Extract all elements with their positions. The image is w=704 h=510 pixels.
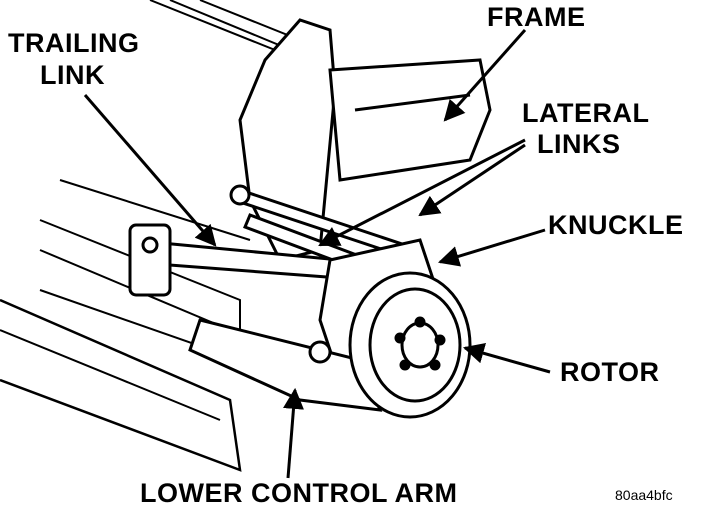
label-trailing-link-line2: LINK — [40, 60, 105, 90]
rotor-part — [348, 271, 472, 419]
label-lateral-links-line1: LATERAL — [522, 98, 650, 128]
callout-arrows — [83, 29, 551, 479]
arrow-lower-control-arm — [283, 387, 304, 479]
arrow-rotor — [462, 343, 551, 374]
arrow-lateral-link-2 — [418, 143, 526, 217]
arrow-knuckle — [437, 228, 546, 267]
arrow-trailing-link — [83, 94, 217, 247]
label-trailing-link-line1: TRAILING — [8, 28, 140, 58]
lower-control-arm-part — [188, 318, 383, 412]
label-rotor: ROTOR — [560, 357, 660, 387]
trailing-link-part — [128, 223, 342, 297]
figure-code: 80aa4bfc — [615, 487, 673, 503]
arrow-lateral-link-1 — [318, 138, 526, 247]
label-frame: FRAME — [487, 2, 586, 32]
arrow-frame — [443, 29, 527, 122]
label-lateral-links-line2: LINKS — [537, 129, 621, 159]
label-lower-control-arm: LOWER CONTROL ARM — [140, 478, 458, 508]
label-knuckle: KNUCKLE — [548, 210, 684, 240]
